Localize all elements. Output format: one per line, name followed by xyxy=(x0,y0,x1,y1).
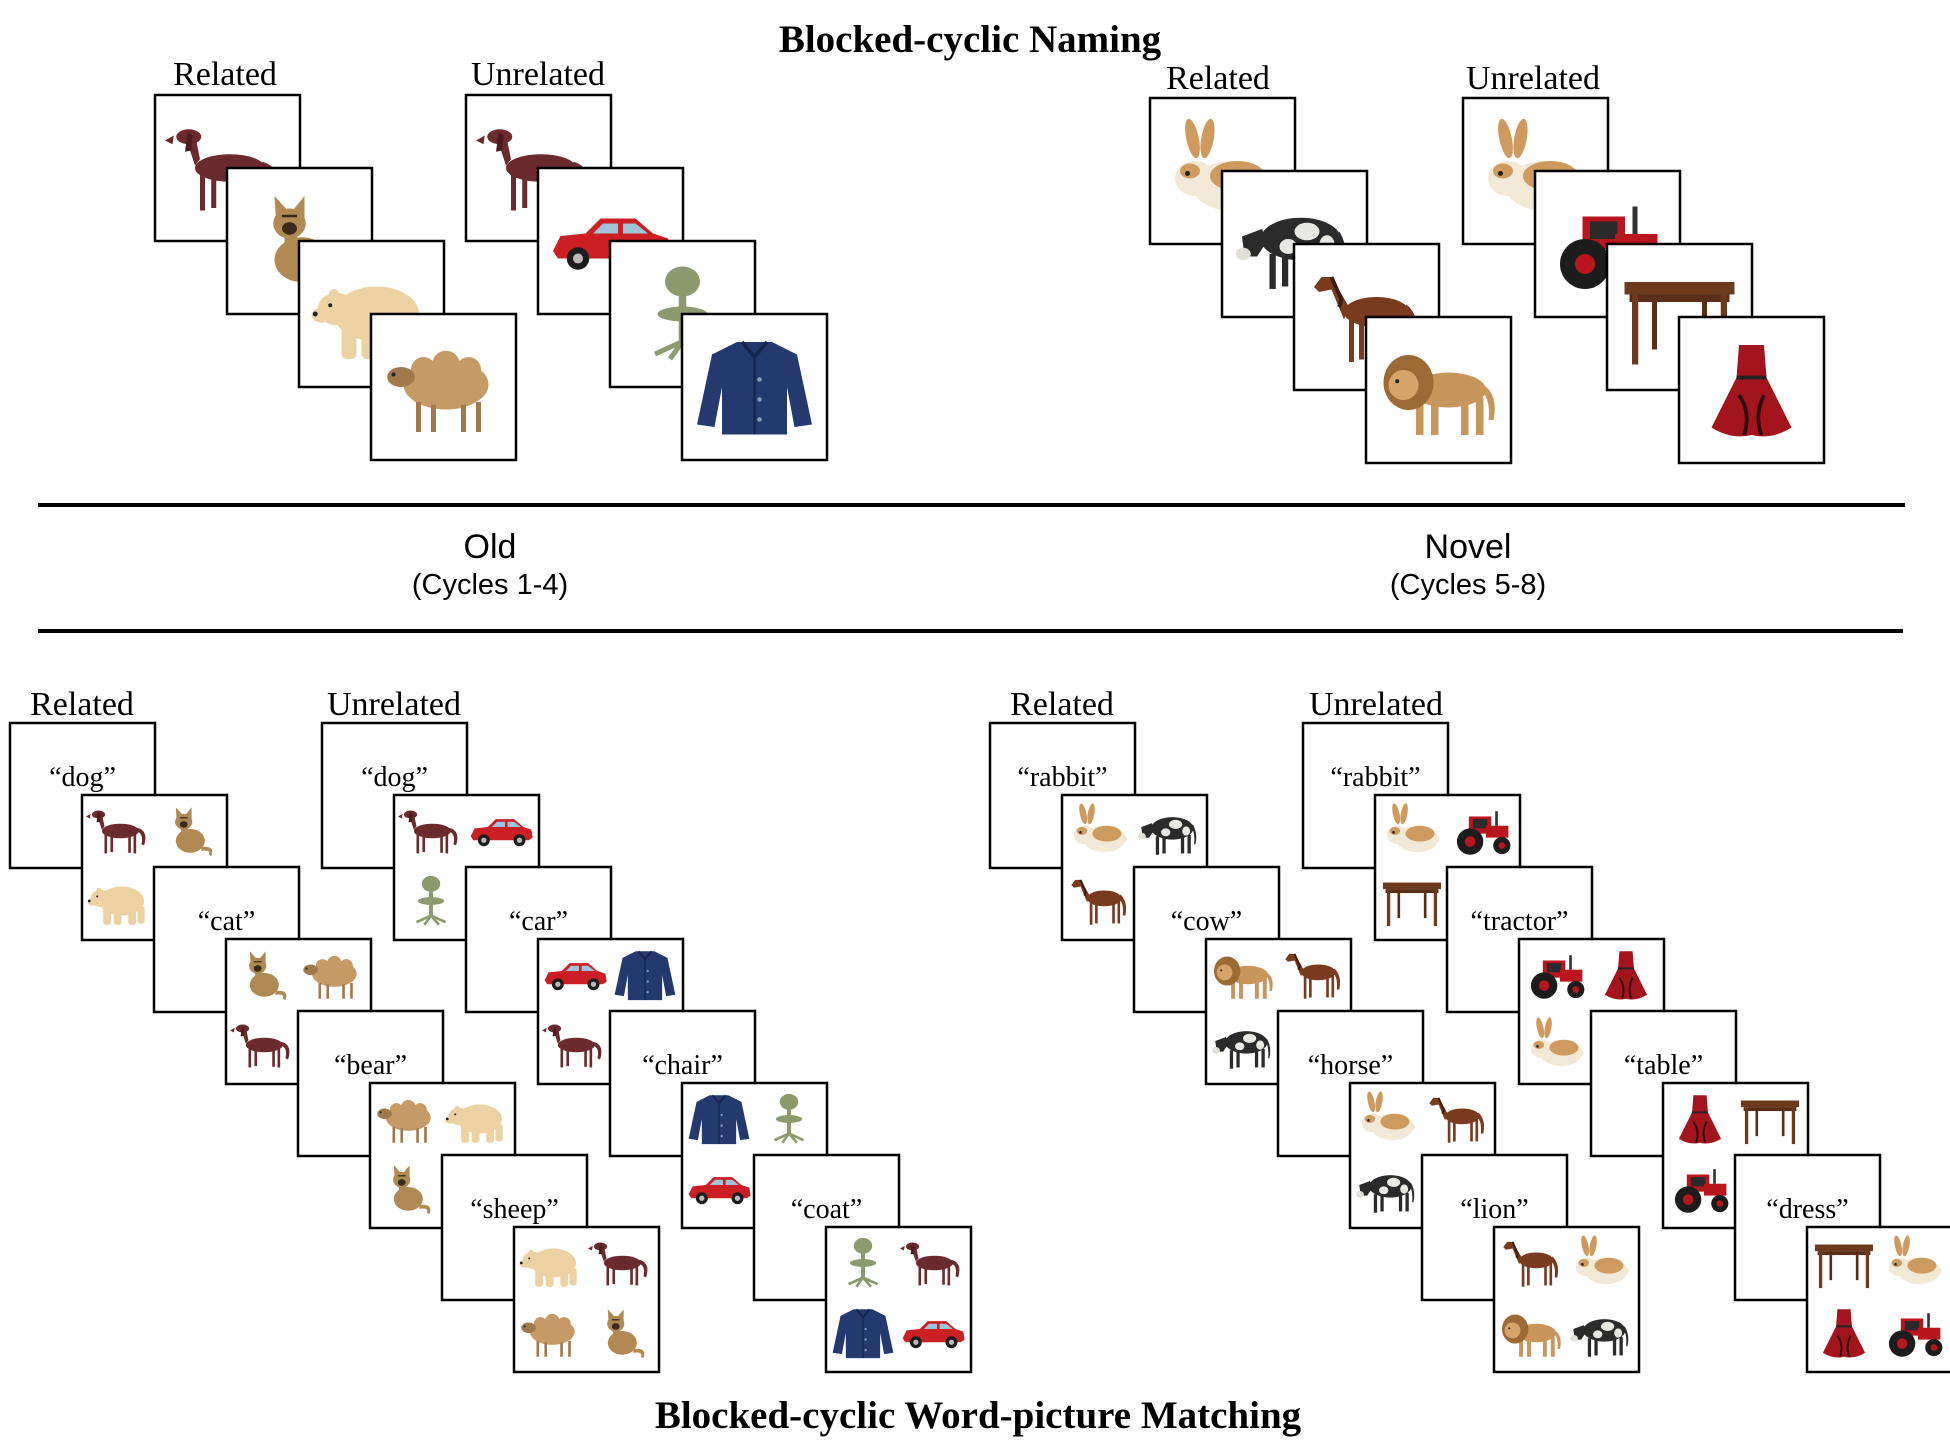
word-label: “chair” xyxy=(642,1050,723,1081)
word-label: “horse” xyxy=(1308,1050,1394,1081)
word-label: “lion” xyxy=(1460,1194,1528,1225)
phase-old-label: Old xyxy=(464,528,517,566)
bottom-title: Blocked-cyclic Word-picture Matching xyxy=(655,1394,1302,1437)
word-label: “dog” xyxy=(361,762,428,793)
coat-icon xyxy=(831,1308,895,1360)
matching-stack: Related “dog” “cat” “bear” “sheep” xyxy=(8,686,661,1374)
matching-set-label: Unrelated xyxy=(327,686,461,723)
naming-set-label: Unrelated xyxy=(1466,60,1600,97)
word-label: “cow” xyxy=(1171,906,1243,937)
word-label: “coat” xyxy=(791,1194,863,1225)
matching-section: Related “dog” “cat” “bear” “sheep” Unrelated “… xyxy=(8,686,1950,1374)
top-title: Blocked-cyclic Naming xyxy=(779,18,1162,61)
phase-novel-label: Novel xyxy=(1425,528,1512,566)
word-label: “sheep” xyxy=(470,1194,559,1225)
word-label: “dress” xyxy=(1766,1194,1848,1225)
coat-icon xyxy=(613,950,677,1002)
matching-stack: Related “rabbit” “cow” “horse” “lion” xyxy=(988,686,1641,1374)
phase-old-cycles: (Cycles 1-4) xyxy=(412,569,568,601)
phase-novel-cycles: (Cycles 5-8) xyxy=(1390,569,1546,601)
matching-set-label: Unrelated xyxy=(1309,686,1443,723)
matching-stack: Unrelated “rabbit” “tractor” “table” “dress” xyxy=(1301,686,1950,1374)
matching-stack: Unrelated “dog” “car” “chair” “coat” xyxy=(320,686,973,1374)
word-label: “bear” xyxy=(334,1050,407,1081)
matching-set-label: Related xyxy=(30,686,134,723)
word-label: “dog” xyxy=(49,762,116,793)
word-label: “cat” xyxy=(198,906,256,937)
word-label: “table” xyxy=(1624,1050,1703,1081)
matching-set-label: Related xyxy=(1010,686,1114,723)
word-label: “rabbit” xyxy=(1330,762,1420,793)
word-label: “tractor” xyxy=(1471,906,1569,937)
word-label: “car” xyxy=(509,906,568,937)
naming-set-label: Unrelated xyxy=(471,56,605,93)
naming-section: Related Unrelated Related Unrelated xyxy=(153,56,1826,465)
word-label: “rabbit” xyxy=(1017,762,1107,793)
naming-stack: Unrelated xyxy=(464,56,829,462)
naming-set-label: Related xyxy=(173,56,277,93)
naming-stack: Unrelated xyxy=(1461,60,1826,465)
naming-stack: Related xyxy=(1148,60,1513,465)
naming-stack: Related xyxy=(153,56,518,462)
coat-icon xyxy=(697,342,812,435)
coat-icon xyxy=(687,1094,751,1146)
naming-set-label: Related xyxy=(1166,60,1270,97)
